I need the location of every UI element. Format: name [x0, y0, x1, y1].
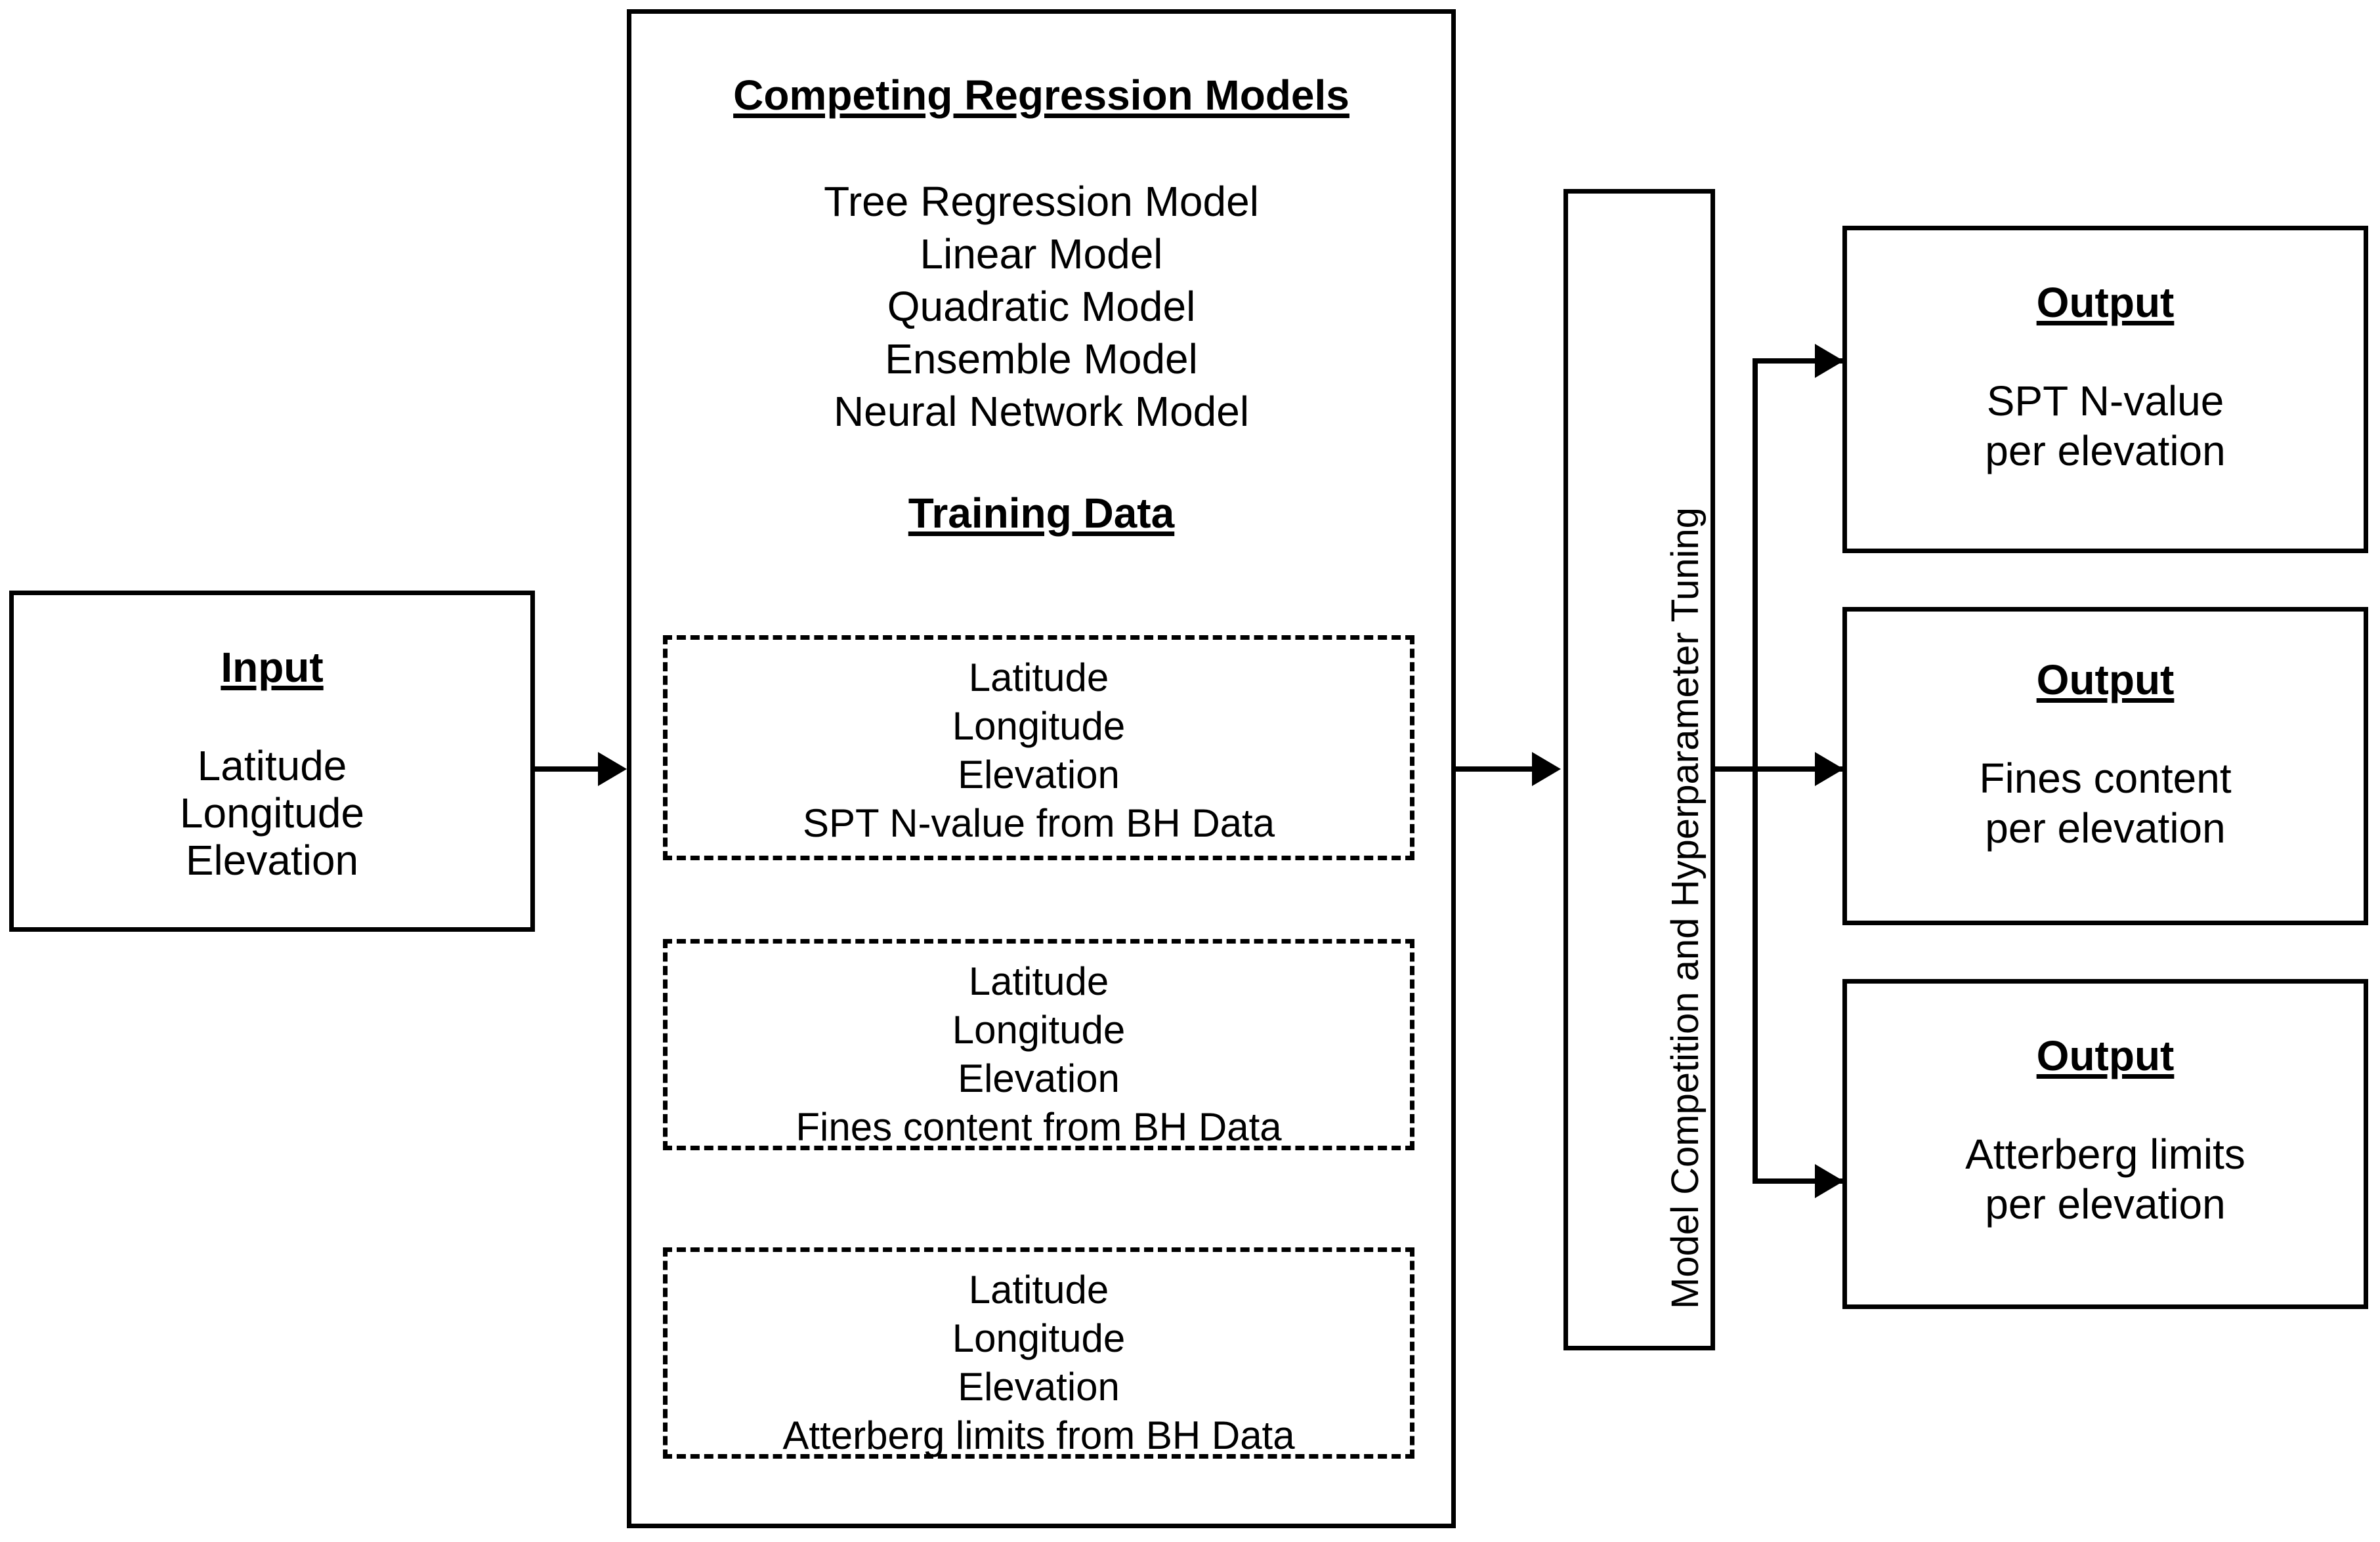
model-item-quadratic: Quadratic Model [887, 283, 1196, 330]
output-box-1-title: Output [2036, 279, 2175, 326]
competing-models-panel: Competing Regression Models Tree Regress… [627, 9, 1456, 1528]
model-competition-label: Model Competition and Hyperparameter Tun… [1664, 507, 1707, 1309]
training-set-3-line-2: Longitude [952, 1316, 1126, 1360]
output-box-spt-n-value: Output SPT N-value per elevation [1842, 226, 2368, 553]
input-box: Input Latitude Longitude Elevation [9, 591, 535, 932]
branch-to-output-2-head [1815, 752, 1844, 786]
branch-to-output-3-head [1815, 1164, 1844, 1198]
input-box-title: Input [221, 644, 324, 691]
training-set-2-line-4: Fines content from BH Data [796, 1105, 1282, 1149]
output-box-2-line-2: per elevation [1985, 804, 2226, 852]
output-box-atterberg-limits: Output Atterberg limits per elevation [1842, 979, 2368, 1309]
output-box-3-line-2: per elevation [1985, 1180, 2226, 1228]
training-set-2-line-3: Elevation [958, 1056, 1120, 1100]
output-box-2-title: Output [2036, 656, 2175, 703]
arrow-input-to-models-head [598, 752, 627, 786]
training-set-2-line-1: Latitude [968, 959, 1109, 1003]
competing-models-title: Competing Regression Models [733, 72, 1349, 119]
training-data-title: Training Data [908, 490, 1175, 537]
training-set-2: Latitude Longitude Elevation Fines conte… [663, 939, 1414, 1150]
output-box-1-line-1: SPT N-value [1986, 377, 2224, 425]
training-set-3-line-1: Latitude [968, 1268, 1109, 1312]
training-set-1-line-4: SPT N-value from BH Data [802, 801, 1275, 845]
branch-to-output-1-head [1815, 344, 1844, 378]
training-set-3: Latitude Longitude Elevation Atterberg l… [663, 1247, 1414, 1459]
model-competition-box: Model Competition and Hyperparameter Tun… [1563, 189, 1715, 1350]
training-set-1-line-1: Latitude [968, 656, 1109, 699]
training-set-2-line-2: Longitude [952, 1008, 1126, 1052]
output-box-1-line-2: per elevation [1985, 427, 2226, 474]
output-box-3-title: Output [2036, 1032, 2175, 1079]
model-item-ensemble: Ensemble Model [885, 335, 1198, 383]
input-box-line-elevation: Elevation [185, 837, 359, 884]
branch-to-output-2-line [1753, 766, 1849, 772]
output-box-fines-content: Output Fines content per elevation [1842, 607, 2368, 925]
training-set-1-line-2: Longitude [952, 704, 1126, 748]
training-set-3-line-4: Atterberg limits from BH Data [782, 1413, 1295, 1457]
arrow-input-to-models-line [535, 766, 601, 772]
input-box-line-longitude: Longitude [179, 789, 365, 837]
model-item-tree-regression: Tree Regression Model [824, 178, 1259, 225]
training-set-3-line-3: Elevation [958, 1365, 1120, 1409]
output-box-3-line-1: Atterberg limits [1965, 1131, 2245, 1178]
arrow-models-to-competition-head [1532, 752, 1561, 786]
input-box-line-latitude: Latitude [197, 742, 347, 789]
branch-to-output-3-line [1753, 1178, 1849, 1184]
model-item-linear: Linear Model [920, 230, 1163, 278]
model-item-neural-network: Neural Network Model [833, 388, 1250, 435]
branch-stem-line [1715, 766, 1758, 772]
output-box-2-line-1: Fines content [1979, 755, 2232, 802]
arrow-models-to-competition-line [1456, 766, 1535, 772]
training-set-1: Latitude Longitude Elevation SPT N-value… [663, 635, 1414, 860]
branch-to-output-1-line [1753, 358, 1849, 364]
training-set-1-line-3: Elevation [958, 753, 1120, 797]
